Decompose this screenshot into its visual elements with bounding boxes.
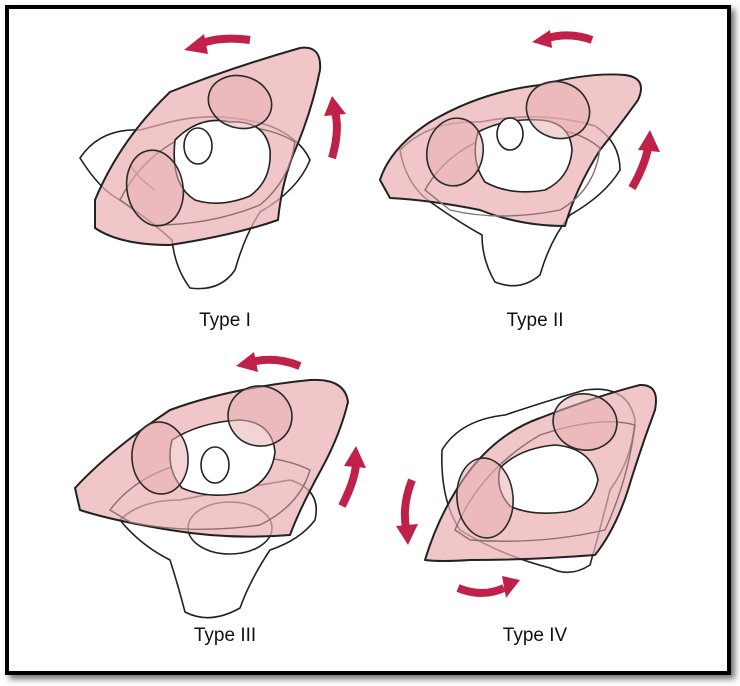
type-1-illustration	[79, 34, 346, 290]
panel-label: Type III	[193, 625, 257, 646]
rotation-arrow-right	[324, 96, 346, 160]
panel-type-1: Type I	[60, 30, 390, 350]
right-condyle	[552, 393, 618, 451]
rotation-arrow-top	[184, 34, 251, 54]
right-condyle	[227, 385, 293, 447]
type-2-illustration	[379, 30, 660, 287]
left-condyle	[426, 117, 484, 187]
panel-type-3: Type III	[60, 340, 390, 660]
panel-label: Type I	[199, 310, 251, 331]
rotation-arrow-left	[396, 478, 418, 545]
type-3-illustration	[74, 352, 366, 619]
panel-label: Type II	[506, 310, 564, 331]
left-condyle	[456, 457, 514, 539]
left-condyle	[131, 421, 189, 495]
rotation-arrow-top	[532, 30, 594, 48]
dens	[200, 446, 230, 484]
rotation-arrow-top	[236, 352, 302, 372]
left-condyle	[125, 149, 185, 227]
dens	[496, 117, 524, 151]
axis-outline-overlay	[454, 421, 636, 542]
panel-label: Type IV	[502, 625, 568, 646]
dens	[183, 127, 213, 165]
right-condyle	[525, 80, 591, 140]
rotation-arrow-bottom	[456, 576, 520, 598]
panel-type-4: Type IV	[370, 340, 700, 660]
axis-outline-overlay	[119, 126, 296, 226]
rotation-arrow-right	[338, 446, 366, 508]
panel-type-2: Type II	[370, 30, 700, 350]
right-condyle	[207, 74, 273, 130]
rotation-arrow-right	[628, 130, 660, 190]
type-4-illustration	[396, 383, 657, 598]
